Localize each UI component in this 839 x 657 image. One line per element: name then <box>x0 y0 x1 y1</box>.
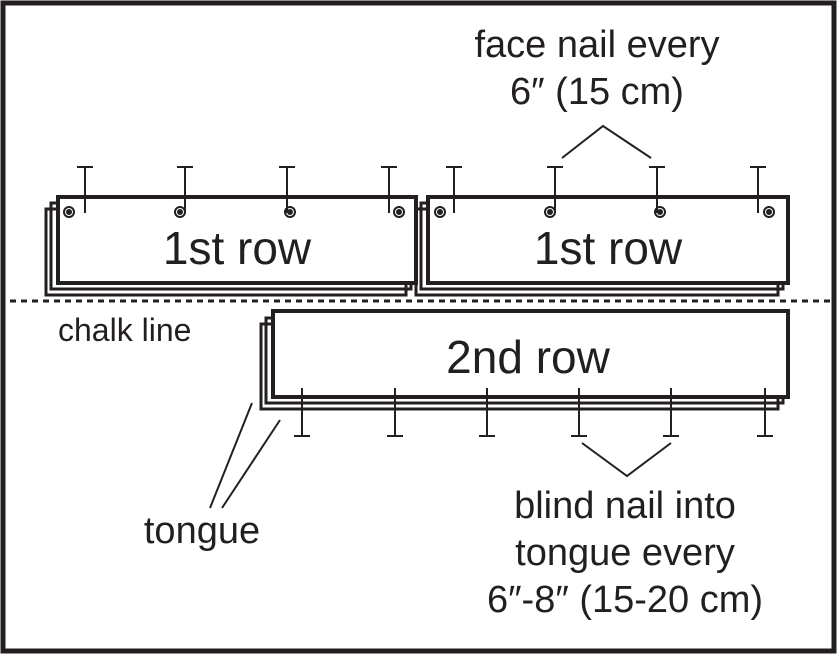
nail-head-dot <box>434 206 446 218</box>
nail-head-dot <box>174 206 186 218</box>
board-row2: 2nd row <box>259 309 790 411</box>
board-label-row1-left: 1st row <box>163 222 312 274</box>
blind-nail-caption-line3: 6″-8″ (15-20 cm) <box>487 579 763 621</box>
blind-nail <box>757 388 773 437</box>
face-nail-leader <box>561 124 652 159</box>
face-nail <box>77 166 93 213</box>
face-nail <box>750 166 766 213</box>
face-nail <box>446 166 462 213</box>
face-nail-caption-line2: 6″ (15 cm) <box>510 71 684 113</box>
board-label-row1-right: 1st row <box>534 222 683 274</box>
tongue-leader <box>209 402 281 509</box>
nail-head-dot <box>763 206 775 218</box>
tongue-label: tongue <box>144 510 260 552</box>
board-label-row2: 2nd row <box>446 331 610 383</box>
nail-head-dot <box>393 206 405 218</box>
blind-nail <box>479 388 495 437</box>
blind-nail-caption-line1: blind nail into <box>514 485 736 527</box>
face-nail-caption-line1: face nail every <box>474 24 719 66</box>
blind-nail-caption-line2: tongue every <box>515 532 735 574</box>
nail-head-dot <box>284 206 296 218</box>
blind-nail <box>294 388 310 437</box>
blind-nail <box>571 388 587 437</box>
blind-nail-leader <box>581 442 672 478</box>
board-row1-right: 1st row <box>414 195 790 297</box>
nail-heads <box>63 206 775 218</box>
blind-nail <box>663 388 679 437</box>
face-nail <box>649 166 665 213</box>
nail-head-dot <box>654 206 666 218</box>
face-nails <box>77 166 766 213</box>
face-nail <box>381 166 397 213</box>
blind-nail <box>387 388 403 437</box>
blind-nails <box>294 388 773 437</box>
face-nail <box>279 166 295 213</box>
nail-head-dot <box>63 206 75 218</box>
nail-head-dot <box>544 206 556 218</box>
face-nail <box>177 166 193 213</box>
board-row1-left: 1st row <box>44 195 418 297</box>
chalk-line-label: chalk line <box>58 312 191 348</box>
face-nail <box>547 166 563 213</box>
